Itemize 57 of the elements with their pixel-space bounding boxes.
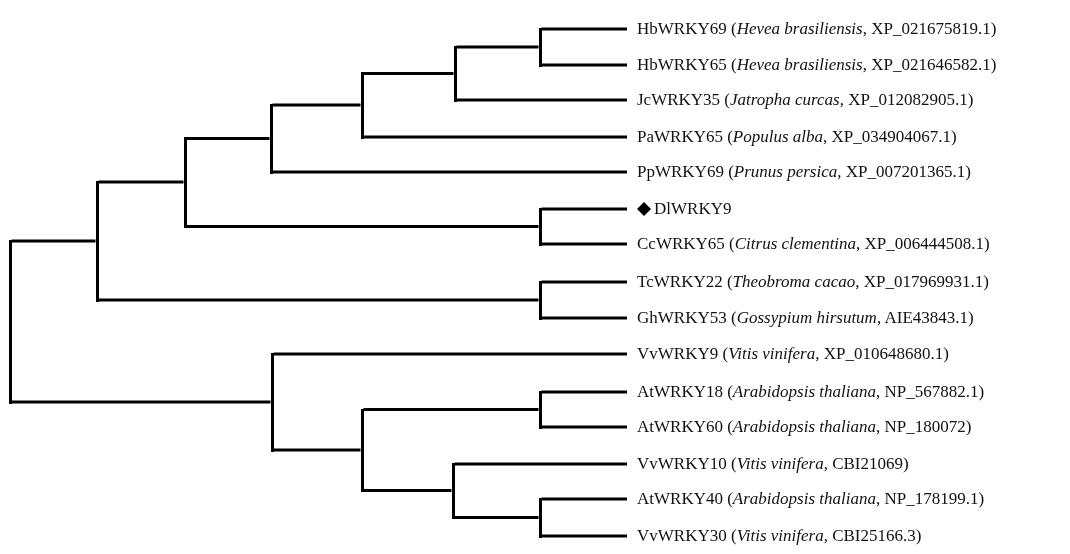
- clade-junction-line: [270, 352, 274, 452]
- clade-junction-line: [95, 180, 99, 302]
- branch-line: [541, 497, 627, 501]
- clade-junction-line: [538, 497, 542, 538]
- branch-line: [98, 180, 184, 184]
- branch-line: [454, 462, 627, 466]
- branch-line: [541, 390, 627, 394]
- clade-junction-line: [538, 27, 542, 67]
- clade-junction-line: [453, 45, 457, 102]
- clade-junction-line: [538, 207, 542, 246]
- taxon-label: AtWRKY40 (Arabidopsis thaliana, NP_178199.1): [627, 487, 985, 511]
- branch-line: [541, 316, 627, 320]
- taxon-label: PaWRKY65 (Populus alba, XP_034904067.1): [627, 125, 957, 149]
- branch-line: [541, 63, 627, 67]
- taxon-label: JcWRKY35 (Jatropha curcas, XP_012082905.1): [627, 88, 974, 112]
- taxon-label: HbWRKY69 (Hevea brasiliensis, XP_021675819.1): [627, 17, 997, 41]
- branch-line: [11, 239, 96, 243]
- taxon-label: AtWRKY18 (Arabidopsis thaliana, NP_567882.1): [627, 380, 985, 404]
- taxon-label: VvWRKY10 (Vitis vinifera, CBI21069): [627, 452, 909, 476]
- branch-line: [272, 170, 627, 174]
- taxon-label: TcWRKY22 (Theobroma cacao, XP_017969931.1): [627, 270, 989, 294]
- branch-line: [363, 135, 627, 139]
- branch-line: [11, 400, 271, 404]
- clade-junction-line: [8, 239, 12, 404]
- branch-line: [541, 534, 627, 538]
- branch-line: [363, 408, 539, 411]
- taxon-label: HbWRKY65 (Hevea brasiliensis, XP_021646582.1): [627, 53, 997, 77]
- branch-line: [541, 280, 627, 284]
- branch-line: [363, 72, 454, 75]
- taxon-name: DlWRKY9: [654, 198, 732, 220]
- clade-junction-line: [360, 71, 364, 139]
- branch-line: [273, 448, 361, 452]
- clade-junction-line: [269, 103, 273, 174]
- taxon-label: PpWRKY69 (Prunus persica, XP_007201365.1): [627, 160, 971, 184]
- branch-line: [541, 207, 627, 211]
- taxon-label: VvWRKY30 (Vitis vinifera, CBI25166.3): [627, 524, 922, 548]
- branch-line: [541, 425, 627, 429]
- branch-line: [186, 137, 270, 140]
- taxon-label: VvWRKY9 (Vitis vinifera, XP_010648680.1): [627, 342, 949, 366]
- branch-line: [454, 516, 539, 519]
- branch-line: [456, 45, 539, 49]
- branch-line: [273, 352, 627, 356]
- clade-junction-line: [360, 408, 364, 492]
- branch-line: [541, 27, 627, 31]
- clade-junction-line: [183, 136, 187, 228]
- clade-junction-line: [451, 462, 455, 519]
- clade-junction-line: [538, 390, 542, 429]
- taxon-label: AtWRKY60 (Arabidopsis thaliana, NP_180072): [627, 415, 972, 439]
- branch-line: [98, 298, 539, 302]
- branch-line: [186, 225, 539, 228]
- branch-line: [456, 98, 627, 102]
- branch-line: [272, 103, 361, 107]
- clade-junction-line: [538, 280, 542, 320]
- branch-line: [541, 242, 627, 246]
- taxon-label: GhWRKY53 (Gossypium hirsutum, AIE43843.1): [627, 306, 974, 330]
- branch-line: [363, 489, 452, 492]
- taxon-label: CcWRKY65 (Citrus clementina, XP_006444508.1): [627, 232, 990, 256]
